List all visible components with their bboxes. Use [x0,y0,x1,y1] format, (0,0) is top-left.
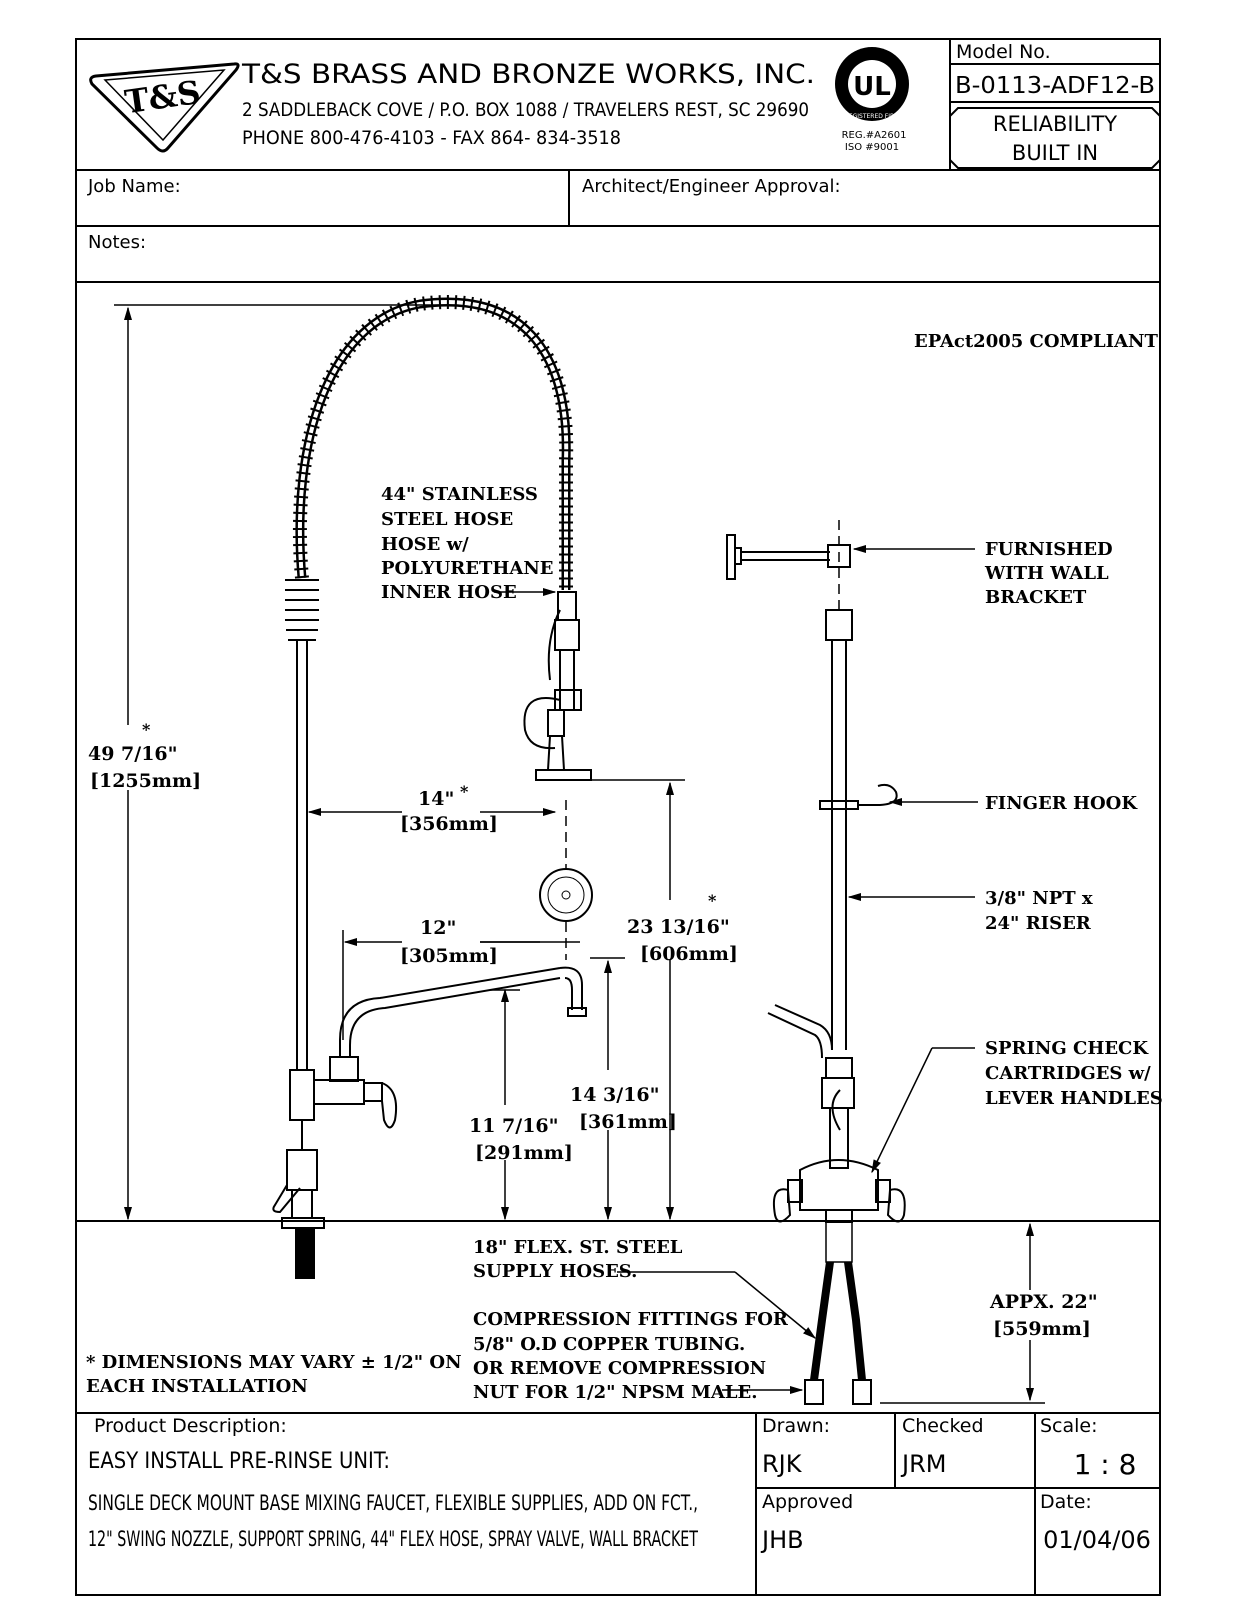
company-logo: T&S [89,62,240,153]
reg-number: REG.#A2601 [842,130,907,141]
fitting-note-line-1: COMPRESSION FITTINGS FOR [473,1309,789,1330]
spray-valve [523,591,592,781]
below-deck-metric: [559mm] [993,1318,1091,1340]
spring-note-line-2: CARTRIDGES w/ [985,1063,1151,1084]
swing-nozzle [339,966,587,1057]
nozzle-dim-imperial: 12" [420,917,456,939]
hose-note-line-3: HOSE w/ [381,534,469,555]
job-name-label: Job Name: [87,176,181,197]
side-view-faucet [726,520,906,1405]
disclaimer-line-1: * DIMENSIONS MAY VARY ± 1/2" ON [86,1352,462,1373]
product-description-label: Product Description: [94,1415,287,1437]
fitting-note-line-3: OR REMOVE COMPRESSION [473,1358,766,1379]
company-name: T&S BRASS AND BRONZE WORKS, INC. [241,59,815,90]
slogan-line-2: BUILT IN [1012,141,1098,165]
title-block-grid [755,1413,1160,1595]
hose-note-line-2: STEEL HOSE [381,509,513,530]
ul-registered-mark: UL REGISTERED FIRM [835,47,909,121]
bracket-note-line-3: BRACKET [985,587,1087,608]
dimension-lines [114,304,1045,1404]
spout-height-metric: [291mm] [475,1142,573,1164]
hose-note-line-5: INNER HOSE [381,582,517,603]
height-dim-imperial: 49 7/16" [88,743,178,765]
approved-label: Approved [762,1491,853,1513]
spray-height-asterisk: * [708,891,717,910]
fitting-note-line-2: 5/8" O.D COPPER TUBING. [473,1334,745,1355]
supply-note-line-2: SUPPLY HOSES. [473,1261,637,1282]
finger-hook-label: FINGER HOOK [985,793,1138,814]
drawing-annotations: EPAct2005 COMPLIANT 44" STAINLESS STEEL … [86,331,1163,1403]
model-number: B-0113-ADF12-B [955,73,1155,99]
support-spring [285,579,319,641]
logo-text: T&S [122,73,202,121]
riser-note-line-1: 3/8" NPT x [985,888,1093,909]
notes-label: Notes: [88,232,146,253]
spring-note-line-3: LEVER HANDLES [985,1088,1163,1109]
height-dim-metric: [1255mm] [90,770,201,792]
architect-approval-label: Architect/Engineer Approval: [582,176,841,197]
scale-label: Scale: [1040,1415,1098,1437]
hose-note-line-1: 44" STAINLESS [381,484,538,505]
supply-note-line-1: 18" FLEX. ST. STEEL [473,1237,683,1258]
approved-value: JHB [760,1526,804,1554]
reach-dim-imperial: 14" [418,788,454,810]
compliance-note: EPAct2005 COMPLIANT [914,331,1159,352]
checked-value: JRM [900,1450,946,1478]
date-value: 01/04/06 [1043,1526,1151,1554]
product-line-1: SINGLE DECK MOUNT BASE MIXING FAUCET, FL… [88,1491,698,1515]
product-title: EASY INSTALL PRE-RINSE UNIT: [88,1449,390,1474]
nozzle-dim-metric: [305mm] [400,945,498,967]
spray-height-imperial: 23 13/16" [627,916,730,938]
nozzle-height-imperial: 14 3/16" [570,1084,660,1106]
spray-height-metric: [606mm] [640,943,738,965]
slogan-line-1: RELIABILITY [993,112,1117,136]
checked-label: Checked [902,1415,984,1437]
date-label: Date: [1040,1491,1092,1513]
bracket-note-line-2: WITH WALL [984,563,1109,584]
reach-asterisk: * [460,782,469,801]
spring-note-line-1: SPRING CHECK [985,1038,1149,1059]
drawn-label: Drawn: [762,1415,830,1437]
mixing-body [272,1056,398,1279]
faucet-drawing [76,295,1160,1405]
height-asterisk: * [142,720,151,739]
hose-note-line-4: POLYURETHANE [381,558,554,579]
slogan-box: RELIABILITY BUILT IN [949,107,1161,169]
bracket-note-line-1: FURNISHED [985,539,1113,560]
riser-note-line-2: 24" RISER [985,913,1092,934]
reach-dim-metric: [356mm] [400,813,498,835]
ul-ring-text: REGISTERED FIRM [845,113,900,120]
product-line-2: 12" SWING NOZZLE, SUPPORT SPRING, 44" FL… [88,1527,698,1551]
spray-face [539,868,593,922]
leader-arrows [494,544,978,1395]
drawn-value: RJK [762,1450,803,1478]
company-phone: PHONE 800-476-4103 - FAX 864- 834-3518 [242,127,621,149]
spout-height-imperial: 11 7/16" [469,1115,559,1137]
company-address: 2 SADDLEBACK COVE / P.O. BOX 1088 / TRAV… [242,99,809,121]
scale-value: 1 : 8 [1074,1448,1137,1481]
fitting-note-line-4: NUT FOR 1/2" NPSM MALE. [473,1382,757,1403]
nozzle-height-metric: [361mm] [579,1111,677,1133]
disclaimer-line-2: EACH INSTALLATION [86,1376,308,1397]
below-deck-imperial: APPX. 22" [989,1291,1098,1313]
iso-number: ISO #9001 [845,142,899,153]
sheet-frame [75,38,1161,1596]
ul-mark-text: UL [853,72,891,102]
model-label: Model No. [956,41,1051,63]
